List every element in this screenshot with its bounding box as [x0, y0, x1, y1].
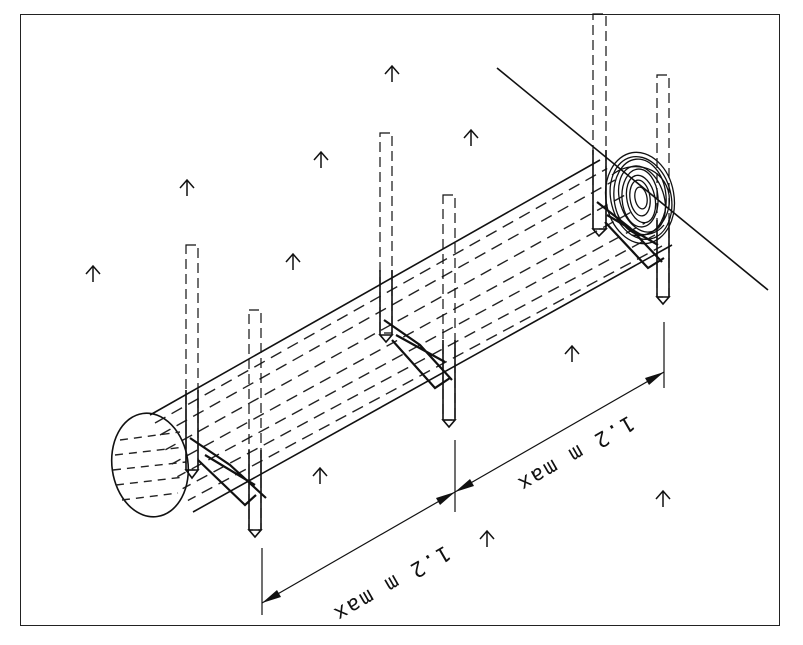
slope-arrows: [85, 64, 671, 547]
log-bottom-edge: [192, 244, 673, 513]
slope-arrow-icon: [564, 344, 580, 362]
stake-3-lower: [655, 74, 671, 306]
slope-arrow-icon: [312, 466, 328, 484]
slope-arrow-icon: [285, 252, 301, 270]
dimension-label-2: 1.2 m max: [512, 411, 638, 498]
contour-line: [496, 67, 769, 291]
slope-arrow-icon: [655, 489, 671, 507]
dimension-2: [454, 322, 665, 493]
stake-1-upper: [184, 244, 200, 480]
log-end-near-grain: [112, 431, 187, 501]
figure-frame: [20, 14, 780, 626]
slope-arrow-icon: [179, 178, 195, 196]
stake-2-upper: [378, 132, 394, 344]
stakes: [184, 13, 671, 539]
log-top-edge: [149, 159, 601, 416]
slope-arrow-icon: [313, 150, 329, 168]
slope-arrow-icon: [85, 264, 101, 282]
log-end-far: [604, 151, 676, 245]
stake-1-lower: [247, 309, 263, 539]
slope-arrow-icon: [463, 128, 479, 146]
log: [110, 151, 676, 518]
stake-2-lower: [441, 194, 457, 429]
wire-ties: [189, 201, 665, 507]
slope-arrow-icon: [479, 529, 495, 547]
stake-3-upper: [591, 13, 608, 238]
log-end-near: [110, 412, 190, 518]
dimension-1: [261, 440, 456, 615]
slope-arrow-icon: [384, 64, 400, 82]
